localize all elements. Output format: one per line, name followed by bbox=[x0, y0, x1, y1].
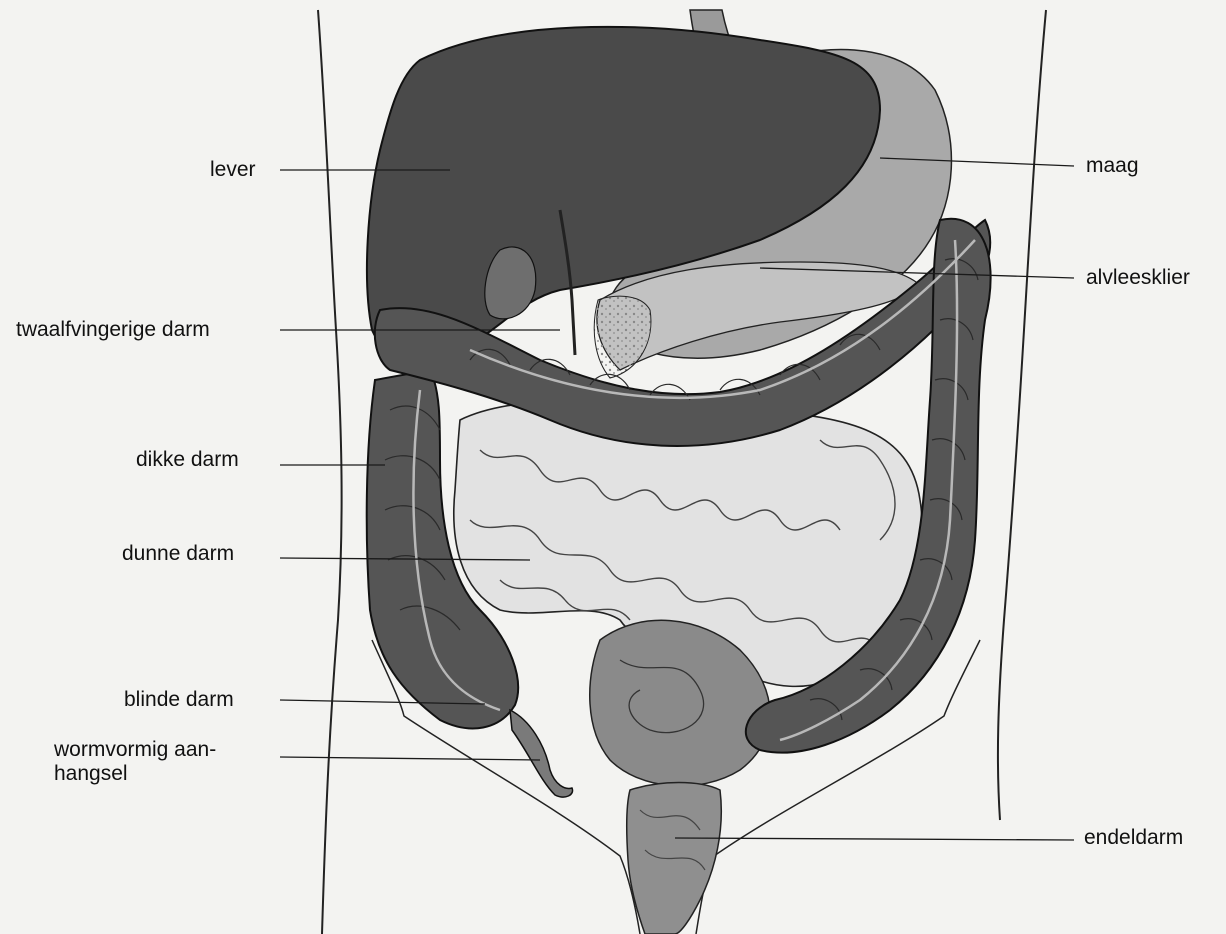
appendix bbox=[510, 710, 573, 797]
label-wormvormig-aanhangsel-line2: hangsel bbox=[54, 762, 128, 786]
label-twaalfvingerige-darm: twaalfvingerige darm bbox=[16, 318, 210, 342]
label-maag: maag bbox=[1086, 154, 1139, 178]
label-dunne-darm: dunne darm bbox=[122, 542, 234, 566]
body-outline-right bbox=[998, 10, 1046, 820]
leader-wormvormig-aanhangsel bbox=[280, 757, 540, 760]
label-lever: lever bbox=[210, 158, 256, 182]
label-wormvormig-aanhangsel-line1: wormvormig aan- bbox=[54, 738, 216, 762]
label-dikke-darm: dikke darm bbox=[136, 448, 239, 472]
label-alvleesklier: alvleesklier bbox=[1086, 266, 1190, 290]
leader-endeldarm bbox=[675, 838, 1074, 840]
label-endeldarm: endeldarm bbox=[1084, 826, 1183, 850]
label-blinde-darm: blinde darm bbox=[124, 688, 234, 712]
pancreas-texture bbox=[594, 296, 651, 378]
body-outline-left bbox=[318, 10, 342, 934]
